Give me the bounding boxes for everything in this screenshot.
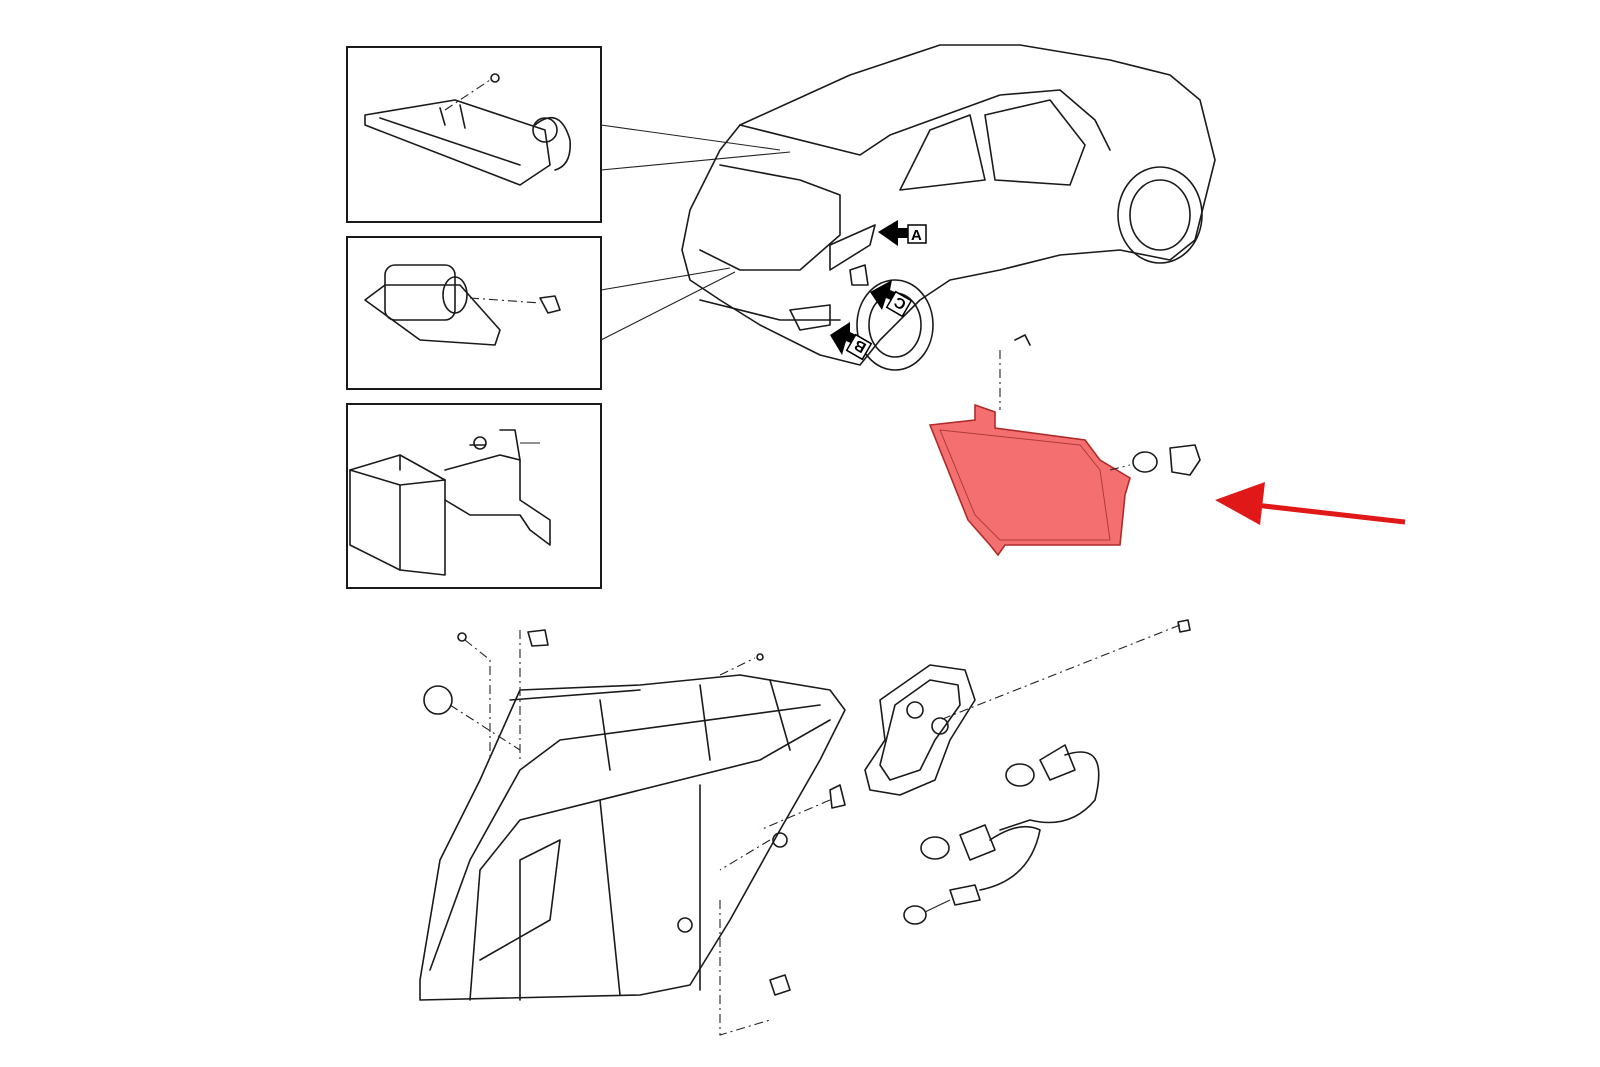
red-pointer-arrow [1215,482,1406,525]
highlighted-rear-reflector [928,334,1201,557]
inset-license-lamp [346,236,602,390]
callout-label-A: A [911,227,922,244]
inset-control-module [346,403,602,589]
tail-lamp-assembly [419,619,1191,1036]
callout-C: C [870,280,913,318]
inset-high-mount-stop-lamp [346,46,602,223]
callout-B: B [830,322,873,361]
vehicle-rear-view [681,44,1216,371]
lamp-gasket-and-harness [864,664,1100,925]
callout-A: A [878,220,927,246]
